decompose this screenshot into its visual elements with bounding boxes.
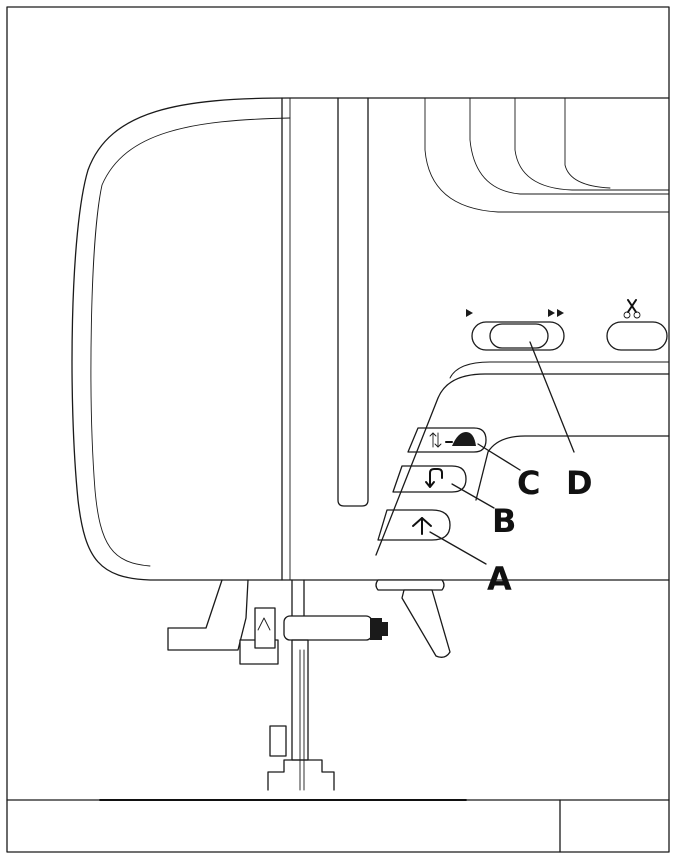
head-inner-contour <box>90 117 291 567</box>
presser-bar-bracket <box>167 579 249 651</box>
leader-c <box>477 443 521 471</box>
lever-arm <box>401 589 451 658</box>
thread-cutter-button[interactable] <box>606 299 668 351</box>
turtle-icon <box>445 432 476 446</box>
presser-foot <box>267 759 335 791</box>
leader-a <box>429 531 487 565</box>
frame-border <box>6 6 670 853</box>
top-panel <box>424 97 670 213</box>
needle-up-down-icon <box>429 432 442 448</box>
button-c-outline <box>407 427 487 453</box>
needle-clamp-block <box>254 607 276 649</box>
button-a-outline <box>377 509 451 541</box>
control-panel-edge <box>375 373 670 556</box>
control-panel <box>375 361 670 556</box>
callout-label-b: B <box>492 502 516 540</box>
speed-max-fast-forward-icon <box>548 309 564 317</box>
callout-label-a: A <box>487 560 512 598</box>
panel-contour-3 <box>514 97 670 191</box>
leader-d <box>529 341 575 453</box>
lever-bar <box>375 579 445 591</box>
control-panel-upper-contour <box>449 361 670 379</box>
speed-slider-track <box>471 321 565 351</box>
thread-slot <box>337 97 369 507</box>
needle-screw-knob <box>370 618 382 640</box>
reverse-button[interactable] <box>392 465 467 493</box>
presser-foot-lever[interactable] <box>375 579 451 658</box>
needle-screw-tip <box>382 622 388 636</box>
panel-contour-4 <box>564 97 611 189</box>
callout-label-c: C <box>517 464 540 502</box>
speed-slider[interactable] <box>466 309 565 351</box>
button-b-outline <box>392 465 467 493</box>
callout-label-d: D <box>566 464 593 502</box>
callout-leaders <box>429 341 575 565</box>
needle-position-button[interactable] <box>407 427 487 453</box>
panel-contour-2 <box>469 97 670 195</box>
reverse-arrow-icon <box>425 468 443 488</box>
needle-screw-arm <box>283 615 373 641</box>
head-outline <box>71 97 670 581</box>
panel-contour-1 <box>424 97 670 213</box>
speed-min-play-icon <box>466 309 473 317</box>
machine-head <box>71 97 670 581</box>
needle-clamp-mark <box>257 617 271 631</box>
start-stop-button[interactable] <box>377 509 451 541</box>
control-panel-lower-contour <box>475 435 670 501</box>
foot-shank <box>269 725 287 757</box>
needle-assembly <box>99 579 467 801</box>
scissors-icon <box>623 299 641 319</box>
thread-cutter-button-outline <box>606 321 668 351</box>
arrow-up-icon <box>412 517 432 535</box>
leader-b <box>451 483 495 509</box>
speed-slider-knob <box>489 323 549 349</box>
